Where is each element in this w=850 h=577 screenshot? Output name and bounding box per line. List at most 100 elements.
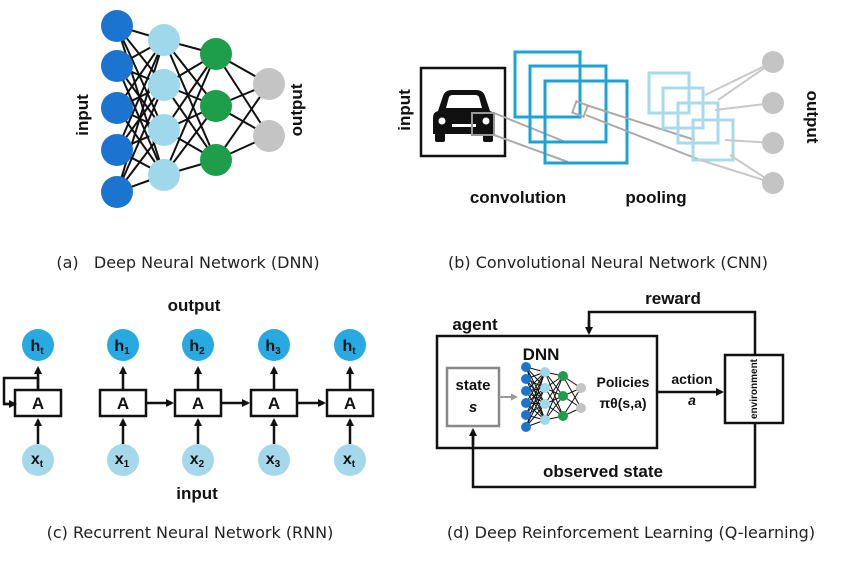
dnn-edge: [116, 65, 165, 176]
mini-dnn-node: [540, 367, 550, 377]
mini-dnn-node: [521, 386, 531, 396]
state-var: s: [469, 399, 477, 416]
dnn-edge: [116, 25, 165, 176]
rnn-cell-label: A: [268, 394, 280, 413]
dnn-output-label: output: [287, 83, 306, 136]
observed-state-loop: [471, 423, 757, 489]
output-node: [762, 92, 784, 114]
input-node: [182, 444, 214, 476]
output-node: [253, 120, 285, 152]
mini-dnn-edge: [544, 387, 564, 417]
dnn-connections: [116, 25, 270, 193]
cnn-output-label: output: [803, 91, 822, 144]
mini-dnn-edge: [562, 387, 582, 417]
rnn-cell: [98, 388, 148, 418]
input-node: [107, 444, 139, 476]
pool-feature-map: [661, 86, 705, 130]
mini-dnn-node: [576, 403, 586, 413]
output-node: [762, 172, 784, 194]
dnn-edge: [116, 39, 165, 193]
rnn-input-label: input: [176, 484, 218, 503]
input-node: [101, 10, 133, 42]
output-node: [762, 132, 784, 154]
hidden-state-node: [258, 329, 290, 361]
policy-formula: πθ(s,a): [599, 395, 646, 411]
conv-feature-map: [543, 79, 629, 165]
car-icon: [433, 90, 495, 142]
rnn-cell-label: A: [344, 394, 356, 413]
receptive-field: [471, 112, 495, 136]
dnn-edge: [163, 39, 217, 161]
mini-dnn-edge: [525, 371, 546, 404]
hidden-state-node: [182, 329, 214, 361]
rnn-output-label: output: [168, 296, 221, 315]
mini-dnn-node: [521, 398, 531, 408]
environment-label: environment: [749, 358, 760, 419]
rnn-cell-label: A: [32, 394, 44, 413]
panel-dnn: input output (a) Deep Neural Network (DN…: [56, 10, 320, 272]
mini-dnn-node: [558, 411, 568, 421]
dnn-edge: [163, 53, 217, 176]
caption-d: (d) Deep Reinforcement Learning (Q-learn…: [447, 523, 815, 542]
input-node: [101, 92, 133, 124]
rnn-cell-label: A: [192, 394, 204, 413]
input-node: [101, 176, 133, 208]
hidden1-node: [148, 24, 180, 56]
hidden1-node: [148, 159, 180, 191]
conv-feature-map: [528, 64, 608, 144]
action-label: action: [671, 371, 712, 387]
action-var: a: [688, 392, 696, 408]
mini-dnn-node: [558, 391, 568, 401]
mini-dnn-edge: [544, 375, 564, 405]
state-label: state: [455, 377, 490, 394]
hidden1-node: [148, 69, 180, 101]
pooling-label: pooling: [625, 188, 686, 207]
mini-dnn-node: [558, 371, 568, 381]
output-node: [253, 68, 285, 100]
input-node: [101, 50, 133, 82]
hidden2-node: [200, 90, 232, 122]
input-node: [258, 444, 290, 476]
rnn-cell: [249, 388, 299, 418]
mini-dnn-node: [521, 410, 531, 420]
dnn-input-label: input: [73, 94, 92, 136]
mini-dnn-edge: [525, 387, 546, 428]
convolution-label: convolution: [470, 188, 566, 207]
mini-dnn-edge: [525, 390, 546, 421]
input-node: [22, 444, 54, 476]
mini-dnn-edge: [544, 371, 564, 417]
mini-dnn-node: [540, 415, 550, 425]
projection-line: [585, 114, 701, 161]
mini-dnn-edge: [525, 366, 546, 405]
fc-connections: [699, 61, 774, 184]
dnn-edge: [116, 25, 165, 131]
hidden2-node: [200, 144, 232, 176]
mini-dnn-node: [521, 362, 531, 372]
panel-drl: agent DNN state s Policies πθ(s,a) actio…: [435, 289, 815, 542]
panel-cnn: input: [395, 50, 822, 272]
pool-window: [571, 100, 589, 118]
projection-line: [493, 134, 569, 163]
hidden2-node: [200, 38, 232, 70]
reward-label: reward: [645, 289, 701, 308]
caption-c: (c) Recurrent Neural Network (RNN): [47, 523, 334, 542]
dnn-label: DNN: [523, 345, 560, 364]
mini-dnn-edge: [544, 375, 564, 421]
pool-feature-map: [647, 71, 691, 115]
hidden-state-node: [334, 329, 366, 361]
hidden1-node: [148, 114, 180, 146]
mini-dnn-node: [540, 399, 550, 409]
mini-dnn-node: [521, 422, 531, 432]
caption-b: (b) Convolutional Neural Network (CNN): [448, 253, 768, 272]
mini-dnn-node: [540, 383, 550, 393]
agent-label: agent: [452, 315, 498, 334]
dnn-edge: [116, 39, 165, 151]
mini-dnn-node: [576, 383, 586, 393]
cnn-input-label: input: [395, 89, 414, 131]
policies-label: Policies: [597, 374, 650, 390]
mini-dnn-edge: [525, 378, 546, 405]
input-node: [101, 134, 133, 166]
conv-feature-map: [513, 50, 582, 119]
